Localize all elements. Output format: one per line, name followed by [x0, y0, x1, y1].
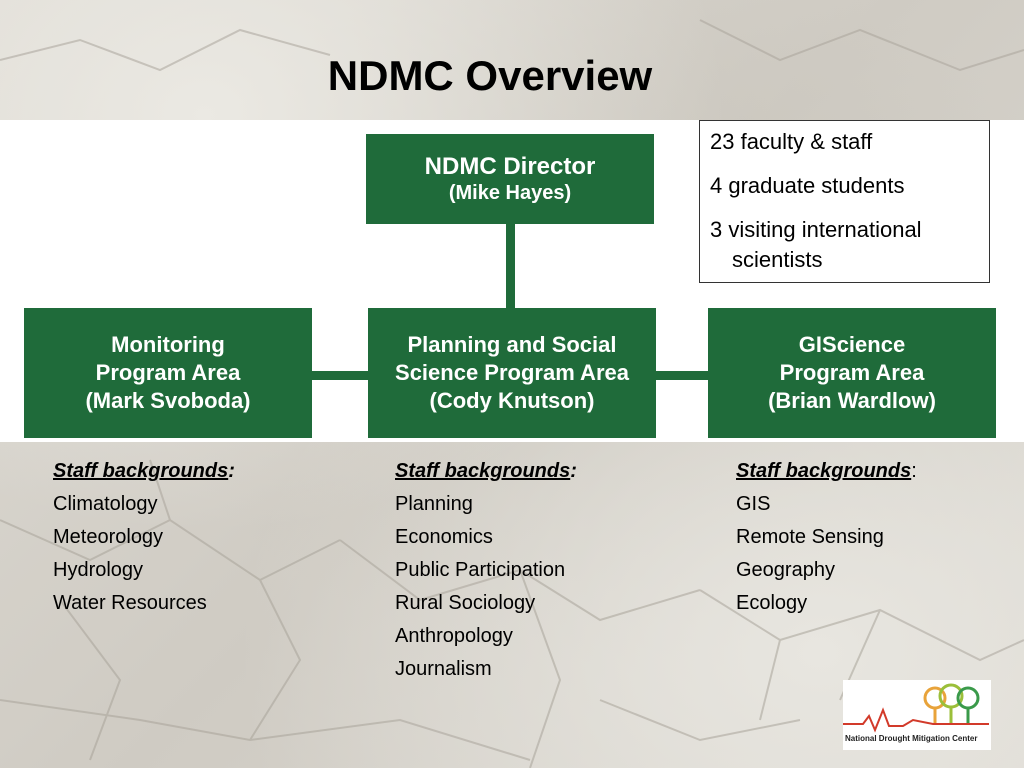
program-box-monitoring: Monitoring Program Area (Mark Svoboda)	[24, 308, 312, 438]
slide-title: NDMC Overview	[327, 52, 653, 99]
list-item: Journalism	[395, 658, 492, 680]
stat-item: 4 graduate students	[710, 173, 905, 198]
list-item: Remote Sensing	[736, 526, 884, 548]
director-box: NDMC Director (Mike Hayes)	[366, 134, 654, 224]
list-item: Meteorology	[53, 526, 164, 548]
program-line: Science Program Area	[395, 360, 629, 385]
staff-list-planning: Staff backgrounds: Planning Economics Pu…	[395, 455, 577, 686]
staff-header: Staff backgrounds:	[53, 460, 235, 482]
list-item: Public Participation	[395, 559, 566, 581]
list-item: Geography	[736, 559, 835, 581]
ndmc-logo: National Drought Mitigation Center	[843, 680, 991, 750]
connector-left	[312, 371, 368, 380]
connector-right	[656, 371, 708, 380]
list-item: GIS	[736, 493, 771, 515]
director-name: (Mike Hayes)	[448, 182, 572, 204]
tree-and-heartbeat-icon	[843, 683, 989, 733]
program-lead: (Cody Knutson)	[429, 388, 595, 413]
program-lead: (Brian Wardlow)	[768, 388, 936, 413]
staff-header: Staff backgrounds:	[736, 460, 917, 482]
list-item: Climatology	[53, 493, 158, 515]
stats-box: 23 faculty & staff 4 graduate students 3…	[699, 120, 990, 283]
list-item: Economics	[395, 526, 493, 548]
program-box-giscience: GIScience Program Area (Brian Wardlow)	[708, 308, 996, 438]
program-line: GIScience	[798, 332, 906, 357]
list-item: Ecology	[736, 592, 808, 614]
program-line: Program Area	[779, 360, 925, 385]
staff-list-monitoring: Staff backgrounds: Climatology Meteorolo…	[53, 455, 235, 620]
program-line: Program Area	[95, 360, 241, 385]
connector-vertical	[506, 224, 515, 308]
staff-list-giscience: Staff backgrounds: GIS Remote Sensing Ge…	[736, 455, 917, 620]
list-item: Rural Sociology	[395, 592, 536, 614]
program-lead: (Mark Svoboda)	[85, 388, 251, 413]
stat-item: 23 faculty & staff	[710, 129, 873, 154]
staff-header: Staff backgrounds:	[395, 460, 577, 482]
stat-item: 3 visiting international scientists	[710, 217, 922, 272]
logo-text: National Drought Mitigation Center	[845, 734, 978, 743]
list-item: Hydrology	[53, 559, 144, 581]
program-line: Monitoring	[111, 332, 225, 357]
program-box-planning: Planning and Social Science Program Area…	[368, 308, 656, 438]
list-item: Water Resources	[53, 592, 207, 614]
director-title: NDMC Director	[424, 153, 596, 180]
list-item: Planning	[395, 493, 473, 515]
list-item: Anthropology	[395, 625, 513, 647]
program-line: Planning and Social	[407, 332, 617, 357]
